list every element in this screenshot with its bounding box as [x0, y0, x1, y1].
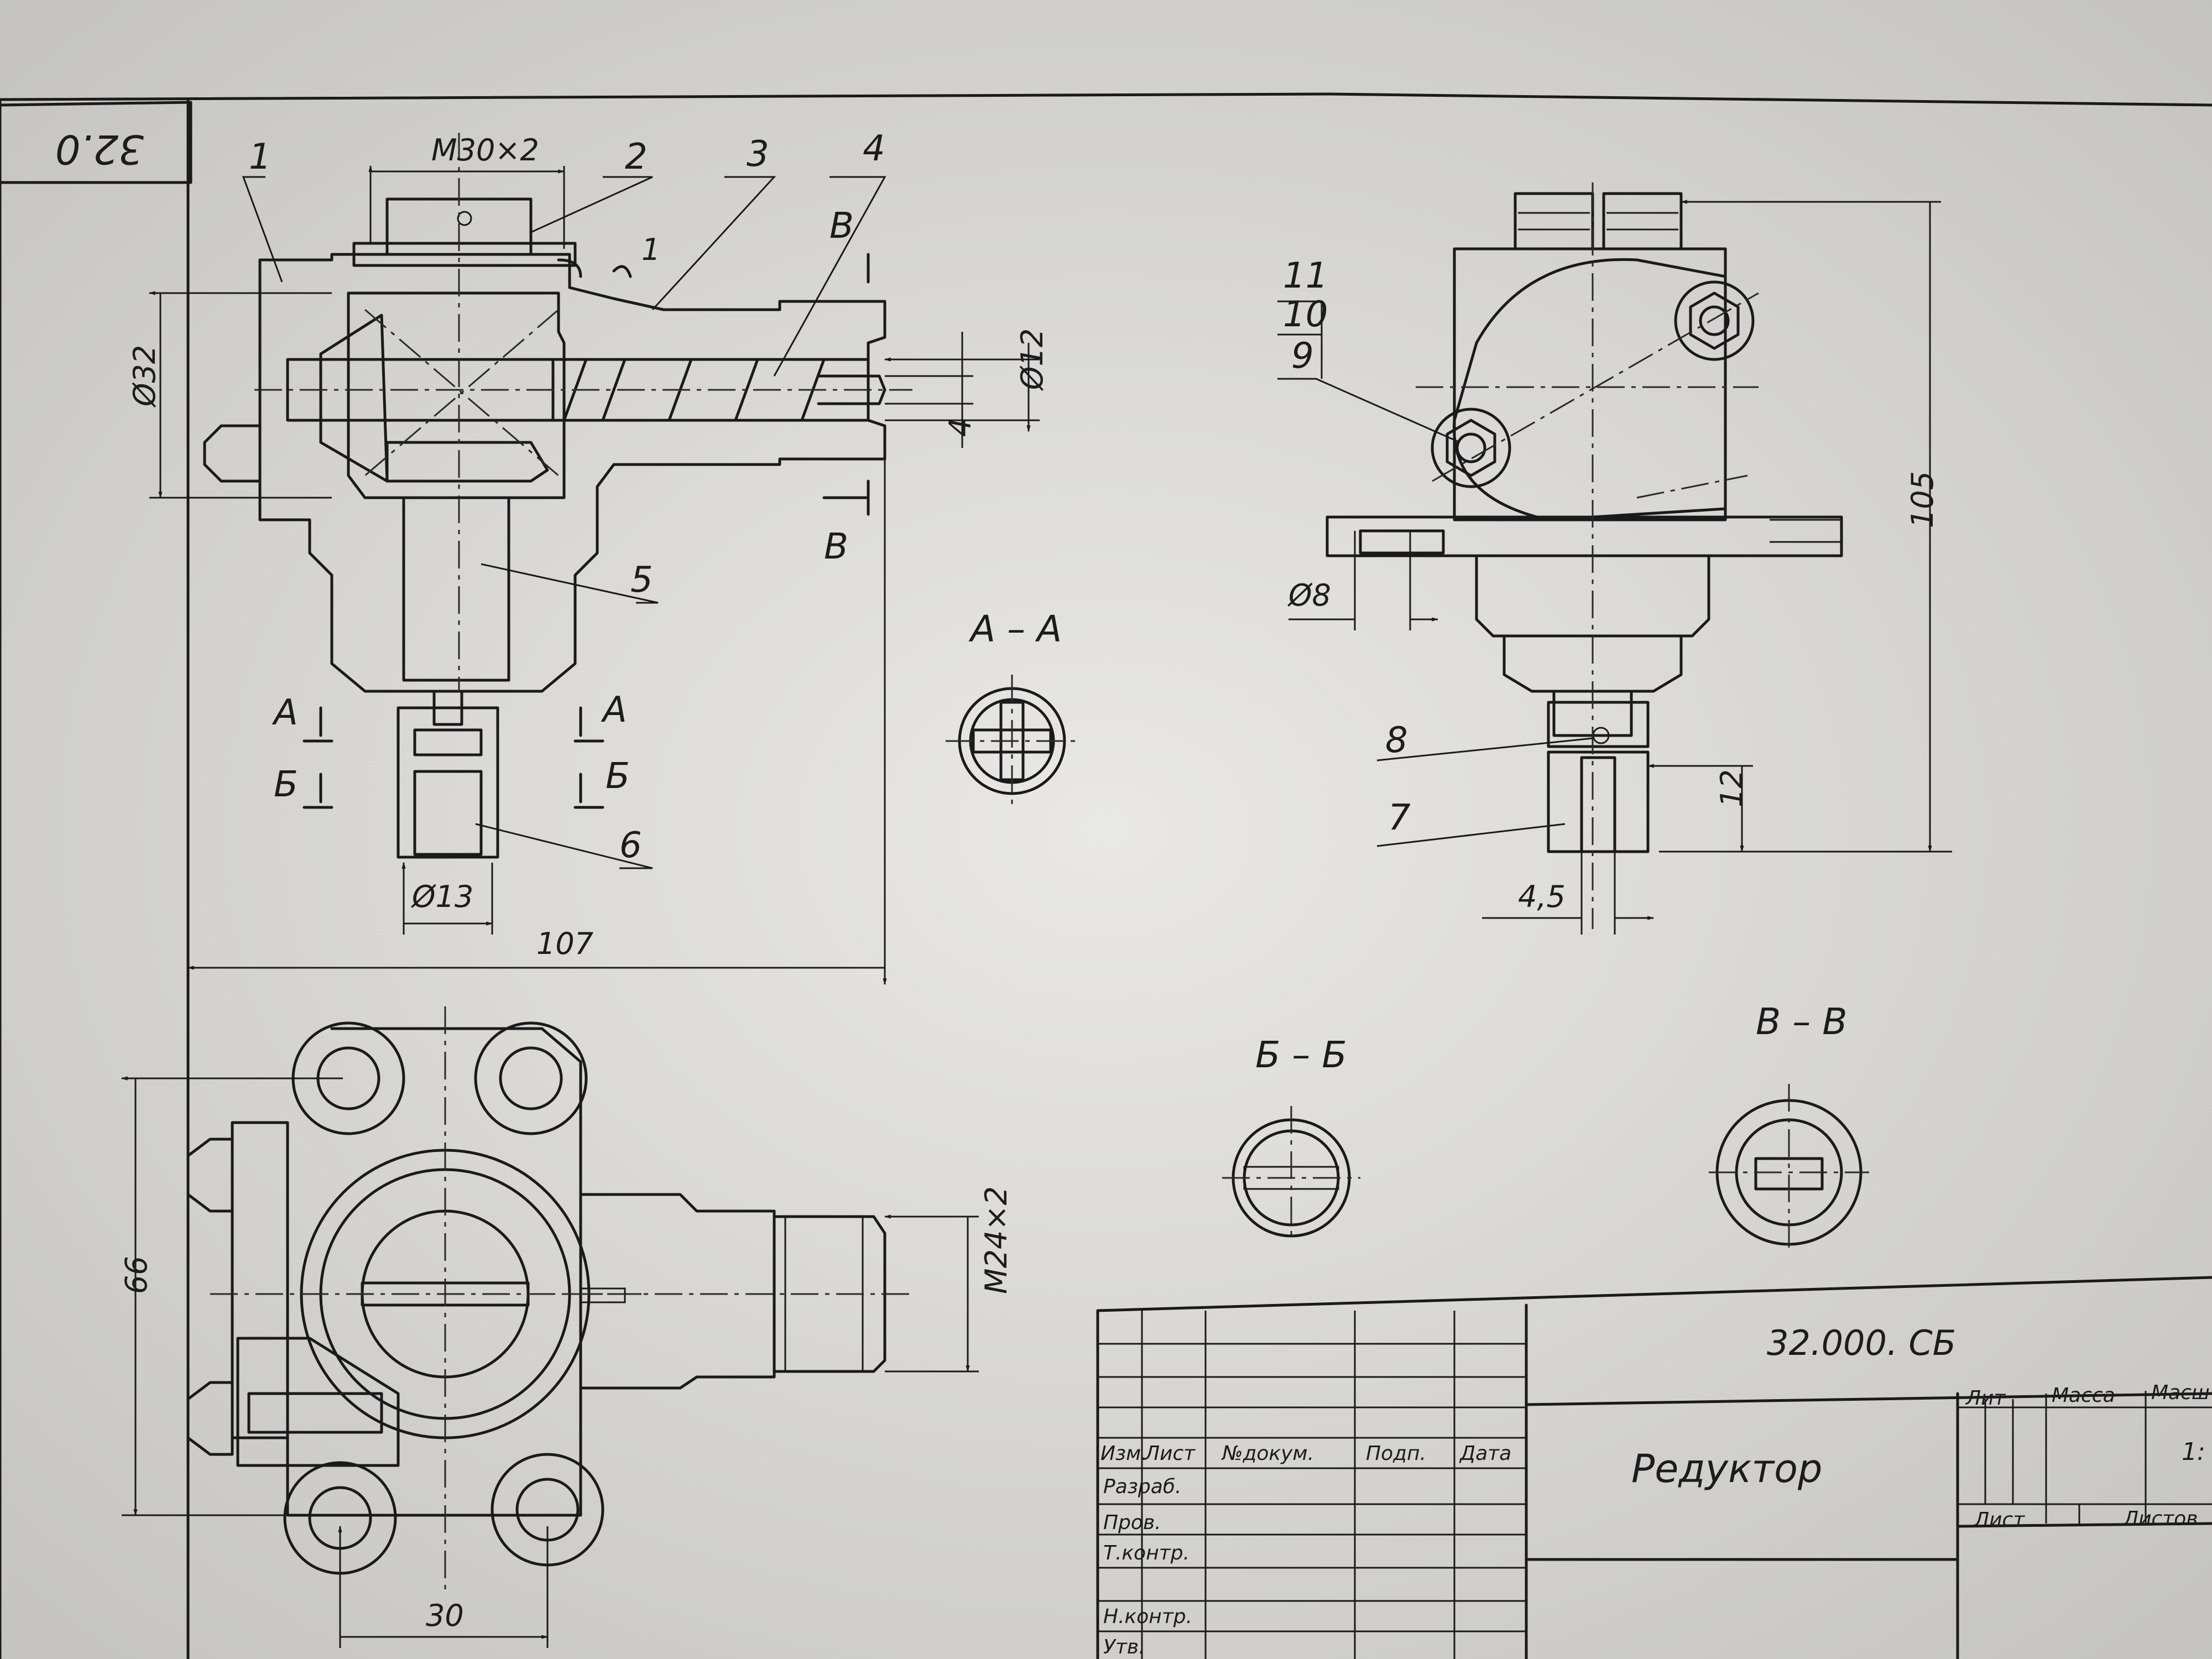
col-list: Лист	[1144, 1442, 1196, 1465]
main-view-dimensions: M30×2 Ø32 Ø12 4 Ø13 107 1	[127, 133, 1050, 984]
corner-code: 32.0	[55, 126, 144, 173]
section-bb-title: Б – Б	[1255, 1034, 1347, 1076]
dim-dia12: Ø12	[1015, 328, 1050, 391]
dim-dia32: Ø32	[127, 345, 162, 408]
listov-label: Листов	[2122, 1507, 2198, 1530]
cut-label-b-left: Б	[274, 764, 298, 805]
part-label-1: 1	[249, 137, 272, 178]
dim-4-5: 4,5	[1518, 879, 1566, 914]
section-aa-title: A – A	[968, 608, 1062, 650]
col-dokum: №докум.	[1221, 1442, 1314, 1465]
masht-label: Масш	[2151, 1381, 2210, 1404]
dim-mark-1: 1	[641, 232, 660, 267]
dim-4: 4	[943, 418, 978, 437]
part-label-9: 9	[1291, 336, 1314, 377]
cut-label-a-left: A	[272, 692, 298, 733]
section-cut-marks: В В A A Б Б	[272, 206, 870, 809]
dim-30: 30	[426, 1598, 464, 1633]
section-aa: A – A	[946, 608, 1078, 807]
title-block: 32.000. СБ Редуктор Изм. Лист №докум. По…	[1096, 1276, 2212, 1659]
cut-label-v-bottom: В	[824, 526, 848, 567]
col-podp: Подп.	[1366, 1442, 1426, 1465]
dim-m24x2: M24×2	[979, 1186, 1014, 1294]
dim-107: 107	[536, 926, 593, 961]
part-label-6: 6	[619, 825, 642, 866]
part-label-8: 8	[1385, 720, 1408, 761]
dim-m30x2: M30×2	[431, 133, 539, 168]
dim-dia13: Ø13	[411, 879, 473, 914]
scale-value: 1:	[2182, 1438, 2205, 1466]
row-tkontr: Т.контр.	[1103, 1542, 1190, 1564]
plan-view-dimensions: 66 30 M24×2	[119, 1078, 1014, 1648]
part-label-7: 7	[1388, 797, 1411, 838]
main-view-leaders: 1 2 3 4 5 6	[242, 128, 886, 869]
row-hkontr: Н.контр.	[1103, 1605, 1192, 1628]
massa-label: Масса	[2052, 1384, 2115, 1407]
section-vv: В – В	[1709, 1000, 1869, 1250]
row-utv: Утв.	[1103, 1636, 1145, 1658]
corner-code-box: 32.0	[0, 101, 192, 184]
row-razrab: Разраб.	[1103, 1475, 1181, 1498]
lit-label: Лит	[1965, 1387, 2006, 1410]
dim-12: 12	[1714, 769, 1749, 807]
cut-label-b-right: Б	[606, 756, 630, 797]
dim-105: 105	[1905, 471, 1940, 528]
section-vv-title: В – В	[1756, 1000, 1848, 1043]
cut-label-a-right: A	[601, 690, 627, 731]
part-label-2: 2	[625, 137, 648, 178]
list-label: Лист	[1973, 1509, 2025, 1531]
part-label-5: 5	[630, 560, 653, 601]
col-izm: Изм.	[1100, 1442, 1147, 1465]
title-name: Редуктор	[1631, 1446, 1822, 1491]
side-view-dimensions: 105 12 4,5 Ø8 8 7 11 10 9	[1277, 202, 1952, 935]
dim-66: 66	[119, 1256, 154, 1294]
part-label-3: 3	[747, 134, 769, 175]
cut-label-v-top: В	[830, 206, 854, 247]
dim-dia8: Ø8	[1287, 578, 1331, 613]
section-bb: Б – Б	[1222, 1034, 1360, 1239]
col-data: Дата	[1459, 1442, 1511, 1465]
row-prov: Пров.	[1103, 1511, 1161, 1534]
part-label-11: 11	[1283, 255, 1328, 296]
part-label-4: 4	[863, 128, 885, 169]
title-code: 32.000. СБ	[1767, 1323, 1956, 1363]
part-label-10: 10	[1283, 294, 1328, 335]
